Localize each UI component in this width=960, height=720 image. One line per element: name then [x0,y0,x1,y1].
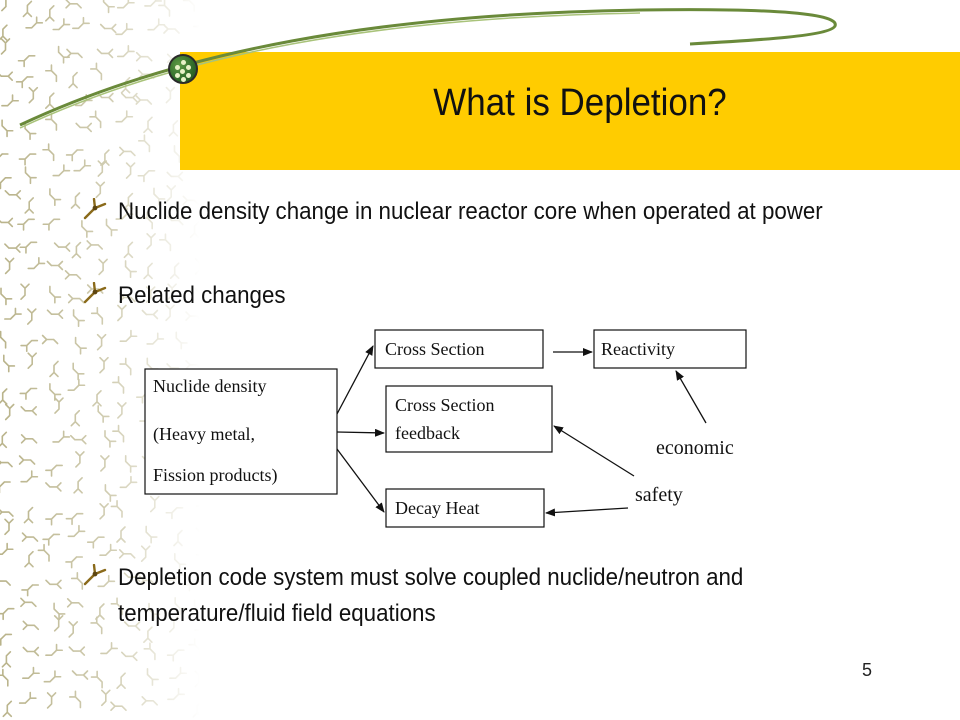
nuclide-box-line3: Fission products) [153,465,278,486]
arrow-safety-decay-heat [545,507,629,517]
bullet-text: Related changes [118,282,286,309]
reactivity-box [593,329,747,369]
slide-title: What is Depletion? [433,82,727,124]
arrow-to-decay-heat [336,448,385,513]
reactivity-label: Reactivity [601,339,675,359]
logo-icon [168,54,198,84]
cross-section-feedback-line1: Cross Section [395,395,495,415]
page-number: 5 [862,660,873,680]
bullet-text: Depletion code system must solve coupled… [118,564,744,627]
title-band [180,52,960,170]
decorative-arc [19,8,837,129]
bullet-icon [83,198,107,220]
bullet-icon [83,564,107,586]
bullet-icon [83,282,107,304]
cross-section-box [374,329,544,369]
nuclide-box-line2: (Heavy metal, [153,424,255,445]
decay-heat-label: Decay Heat [395,498,479,518]
cross-section-feedback-box [385,385,553,453]
nuclide-box-line1: Nuclide density [153,376,266,396]
safety-label: safety [635,484,683,506]
decay-heat-box [385,488,545,528]
arrow-economic-reactivity [675,370,707,424]
arrow-safety-feedback [553,425,635,477]
cross-section-label: Cross Section [385,339,485,359]
nuclide-density-box [144,368,338,495]
arrow-to-feedback [336,428,385,437]
bullet-text: Nuclide density change in nuclear reacto… [118,198,823,225]
cross-section-feedback-line2: feedback [395,423,460,443]
economic-label: economic [656,437,734,459]
arrow-to-cross-section [336,345,374,415]
